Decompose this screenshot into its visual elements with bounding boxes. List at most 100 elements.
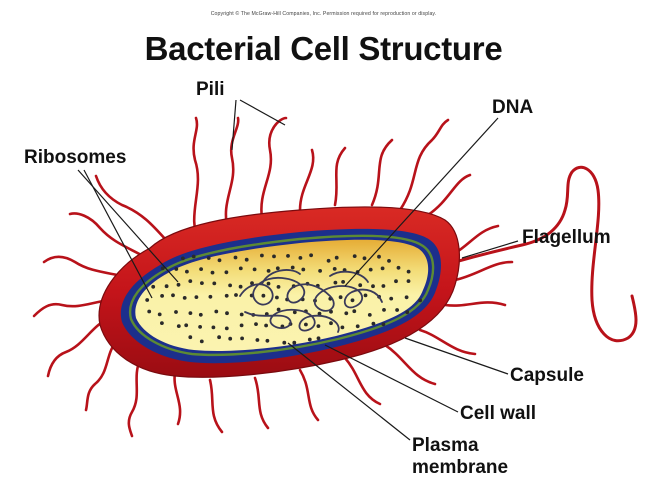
pilus [372,140,392,205]
ribosome-dot [177,283,181,287]
ribosome-dot [308,338,312,342]
ribosome-dot [254,322,258,326]
pointer-capsule [405,338,508,374]
ribosome-dot [198,325,202,329]
ribosome-dot [184,323,188,327]
ribosome-dot [228,337,232,341]
ribosome-dot [225,311,229,315]
ribosome-dot [317,336,321,340]
pilus [428,175,470,215]
pointer-flagellum [462,241,518,258]
ribosome-dot [188,335,192,339]
ribosome-dot [171,293,175,297]
ribosome-dot [291,266,295,270]
ribosome-dot [185,270,189,274]
pointer-pili-2 [240,100,285,125]
ribosome-dot [382,308,386,312]
ribosome-dot [333,267,337,271]
ribosome-dot [147,310,151,314]
ribosome-dot [363,256,367,260]
ribosome-dot [234,256,238,260]
ribosome-dot [276,266,280,270]
pilus [300,150,313,210]
ribosome-dot [381,267,385,271]
ribosome-dot [214,310,218,314]
ribosome-dot [195,295,199,299]
ribosome-dot [335,256,339,260]
ribosome-dot [234,293,238,297]
ribosome-dot [151,285,155,289]
pilus [385,345,435,384]
pilus [86,340,118,410]
ribosome-dot [262,294,266,298]
ribosome-dot [225,327,229,331]
pointer-pili-1 [232,100,236,150]
ribosome-dot [372,322,376,326]
ribosome-dot [395,308,399,312]
label-pili: Pili [196,80,225,100]
ribosome-dot [225,270,229,274]
ribosome-dot [394,279,398,283]
ribosome-dot [264,324,268,328]
ribosome-dot [183,296,187,300]
ribosome-dot [256,338,260,342]
ribosome-dot [364,294,368,298]
pilus [226,118,238,230]
pilus [129,360,140,436]
ribosome-dot [177,324,181,328]
ribosome-dot [317,324,321,328]
ribosome-dot [240,313,244,317]
pilus [210,380,222,432]
ribosome-dot [275,296,279,300]
ribosome-dot [329,321,333,325]
ribosome-dot [286,254,290,258]
ribosome-dot [341,280,345,284]
ribosome-dot [327,259,331,263]
ribosome-dot [299,256,303,260]
ribosome-dot [188,279,192,283]
ribosome-dot [382,322,386,326]
ribosome-dot [228,284,232,288]
ribosome-dot [334,281,338,285]
ribosome-dot [368,313,372,317]
ribosome-dot [301,268,305,272]
ribosome-dot [397,266,401,270]
ribosome-dot [192,255,196,259]
ribosome-dot [199,313,203,317]
ribosome-dot [211,271,215,275]
pilus [445,302,505,305]
label-cell-wall: Cell wall [460,404,536,424]
ribosome-dot [174,310,178,314]
pointer-cell-wall [325,345,458,412]
ribosome-dot [209,295,213,299]
pilus [175,372,181,424]
ribosome-dot [387,259,391,263]
ribosome-dot [371,284,375,288]
pilus [455,262,512,280]
ribosome-dot [344,311,348,315]
ribosome-dot [267,282,271,286]
ribosome-dot [266,339,270,343]
ribosome-dot [200,281,204,285]
ribosome-dot [377,255,381,259]
ribosome-dot [304,323,308,327]
ribosome-dot [189,311,193,315]
ribosome-dot [405,295,409,299]
ribosome-dot [239,285,243,289]
ribosome-dot [160,294,164,298]
pilus [345,358,380,404]
ribosome-dot [339,295,343,299]
ribosome-dot [341,326,345,330]
ribosome-dot [217,335,221,339]
ribosome-dot [253,268,257,272]
label-flagellum: Flagellum [522,228,611,248]
ribosome-dot [158,313,162,317]
ribosome-dot [382,284,386,288]
pilus [255,378,268,428]
ribosome-dot [418,299,422,303]
ribosome-dot [245,258,249,262]
ribosome-dot [174,267,178,271]
ribosome-dot [267,269,271,273]
label-dna: DNA [492,98,533,118]
